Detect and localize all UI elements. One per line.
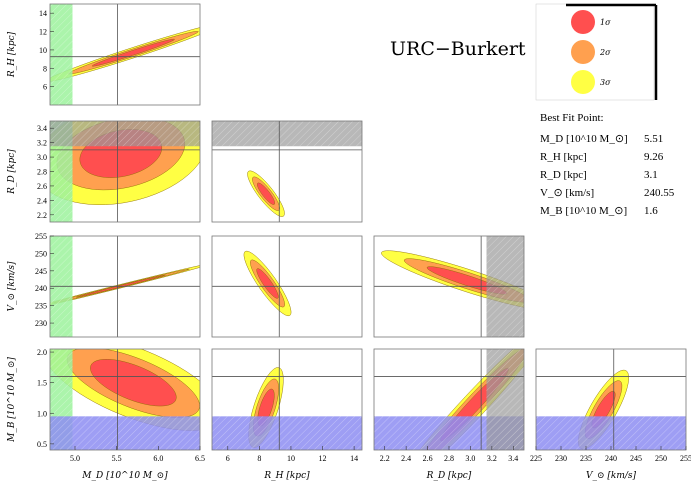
x-tick-label: 5.0 <box>70 454 80 463</box>
x-tick-label: 2.8 <box>444 454 454 463</box>
panel-MB-vs-RD: 2.2 2.4 2.6 2.8 3.0 3.2 3.4R_D [kpc] <box>373 348 525 481</box>
y-tick-label: 14 <box>39 9 47 18</box>
legend-label: 3σ <box>600 78 611 87</box>
best-fit-table: Best Fit Point: M_D [10^10 M_⊙] 5.51R_H [… <box>540 112 675 217</box>
x-tick-label: 225 <box>530 454 542 463</box>
y-axis-label-MB: M_B [10^10 M_⊙] <box>7 357 17 443</box>
panel-frame <box>211 235 363 338</box>
y-tick-label: 1.0 <box>37 409 47 418</box>
legend-swatch-1sigma <box>571 10 595 34</box>
best-fit-heading: Best Fit Point: <box>540 112 604 124</box>
best-fit-param-label: R_H [kpc] <box>540 151 587 163</box>
contour-1sigma <box>90 359 177 407</box>
x-tick-label: 6.0 <box>153 454 163 463</box>
best-fit-param-label: V_⊙ [km/s] <box>540 187 594 199</box>
panel-frame <box>373 235 525 338</box>
y-tick-label: 230 <box>35 319 47 328</box>
y-tick-label: 250 <box>35 249 47 258</box>
x-tick-label: 8 <box>257 454 261 463</box>
best-fit-param-value: 240.55 <box>644 187 675 199</box>
x-tick-label: 3.0 <box>465 454 475 463</box>
x-tick-label: 235 <box>580 454 592 463</box>
legend-swatch-3sigma <box>571 70 595 94</box>
legend: 1σ 2σ 3σ <box>535 3 658 101</box>
y-tick-label: 8 <box>43 64 47 73</box>
y-tick-label: 240 <box>35 284 47 293</box>
x-tick-label: 2.4 <box>401 454 411 463</box>
x-tick-label: 2.2 <box>380 454 390 463</box>
best-fit-param-value: 5.51 <box>644 133 663 145</box>
x-axis-label-MD: M_D [10^10 M_⊙] <box>81 471 168 481</box>
chart-title: URC−Burkert <box>390 38 526 60</box>
x-axis-label-RH: R_H [kpc] <box>263 471 310 481</box>
best-fit-param-label: M_D [10^10 M_⊙] <box>540 133 628 145</box>
best-fit-param-label: M_B [10^10 M_⊙] <box>540 205 627 217</box>
x-tick-label: 5.5 <box>112 454 122 463</box>
best-fit-param-value: 1.6 <box>644 205 658 217</box>
x-tick-label: 6.5 <box>195 454 205 463</box>
y-tick-label: 12 <box>39 28 47 37</box>
panel-frame <box>211 120 363 223</box>
best-fit-param-label: R_D [kpc] <box>540 169 587 181</box>
panel-frame <box>49 235 201 338</box>
x-tick-label: 240 <box>605 454 617 463</box>
x-tick-label: 3.4 <box>508 454 518 463</box>
y-axis-label-RH: R_H [kpc] <box>7 31 17 78</box>
panel-RD-vs-RH <box>211 120 363 223</box>
x-axis-label-RD: R_D [kpc] <box>426 471 472 481</box>
y-axis-label-RD: R_D [kpc] <box>7 149 17 195</box>
y-tick-label: 10 <box>39 46 47 55</box>
legend-label: 2σ <box>599 48 611 57</box>
y-tick-label: 3.4 <box>37 124 47 133</box>
best-fit-param-value: 9.26 <box>644 151 664 163</box>
y-tick-label: 2.2 <box>37 211 47 220</box>
panel-RH-vs-MD: 6 8 10 12 14R_H [kpc] <box>7 3 201 106</box>
y-tick-label: 2.4 <box>37 196 47 205</box>
x-tick-label: 2.6 <box>423 454 433 463</box>
y-tick-label: 6 <box>43 83 47 92</box>
x-tick-label: 10 <box>287 454 295 463</box>
y-tick-label: 235 <box>35 302 47 311</box>
panel-V0-vs-RD <box>373 235 525 338</box>
y-tick-label: 2.0 <box>37 348 47 357</box>
x-tick-label: 6 <box>226 454 230 463</box>
contour-1sigma <box>91 38 175 67</box>
x-tick-label: 14 <box>350 454 358 463</box>
panel-MB-vs-RH: 6 8 10 12 14R_H [kpc] <box>211 348 363 481</box>
y-tick-label: 3.0 <box>37 153 47 162</box>
panel-frame <box>49 348 201 451</box>
best-fit-param-value: 3.1 <box>644 169 658 181</box>
x-tick-label: 245 <box>630 454 642 463</box>
x-tick-label: 250 <box>655 454 667 463</box>
x-tick-label: 3.2 <box>487 454 497 463</box>
y-tick-label: 3.2 <box>37 139 47 148</box>
panel-V0-vs-RH <box>211 235 363 338</box>
panel-frame <box>49 3 201 106</box>
y-tick-label: 255 <box>35 232 47 241</box>
contour-1sigma <box>257 182 275 205</box>
legend-swatch-2sigma <box>571 40 595 64</box>
x-tick-label: 12 <box>319 454 327 463</box>
y-axis-label-V0: V_⊙ [km/s] <box>7 261 17 312</box>
y-tick-label: 1.5 <box>37 379 47 388</box>
y-tick-label: 0.5 <box>37 440 47 449</box>
x-axis-label-V0: V_⊙ [km/s] <box>586 471 637 481</box>
y-tick-label: 2.6 <box>37 182 47 191</box>
y-tick-label: 2.8 <box>37 168 47 177</box>
y-tick-label: 245 <box>35 267 47 276</box>
contour-1sigma <box>256 268 279 299</box>
x-tick-label: 230 <box>555 454 567 463</box>
x-tick-label: 255 <box>680 454 691 463</box>
panel-frame <box>211 348 363 451</box>
panel-MB-vs-MD: 0.5 1.0 1.5 2.0M_B [10^10 M_⊙] 5.0 5.5 6.0 6.5M… <box>7 348 205 481</box>
panel-RD-vs-MD: 2.2 2.4 2.6 2.8 3.0 3.2 3.4R_D [kpc] <box>7 120 201 223</box>
legend-label: 1σ <box>600 18 611 27</box>
